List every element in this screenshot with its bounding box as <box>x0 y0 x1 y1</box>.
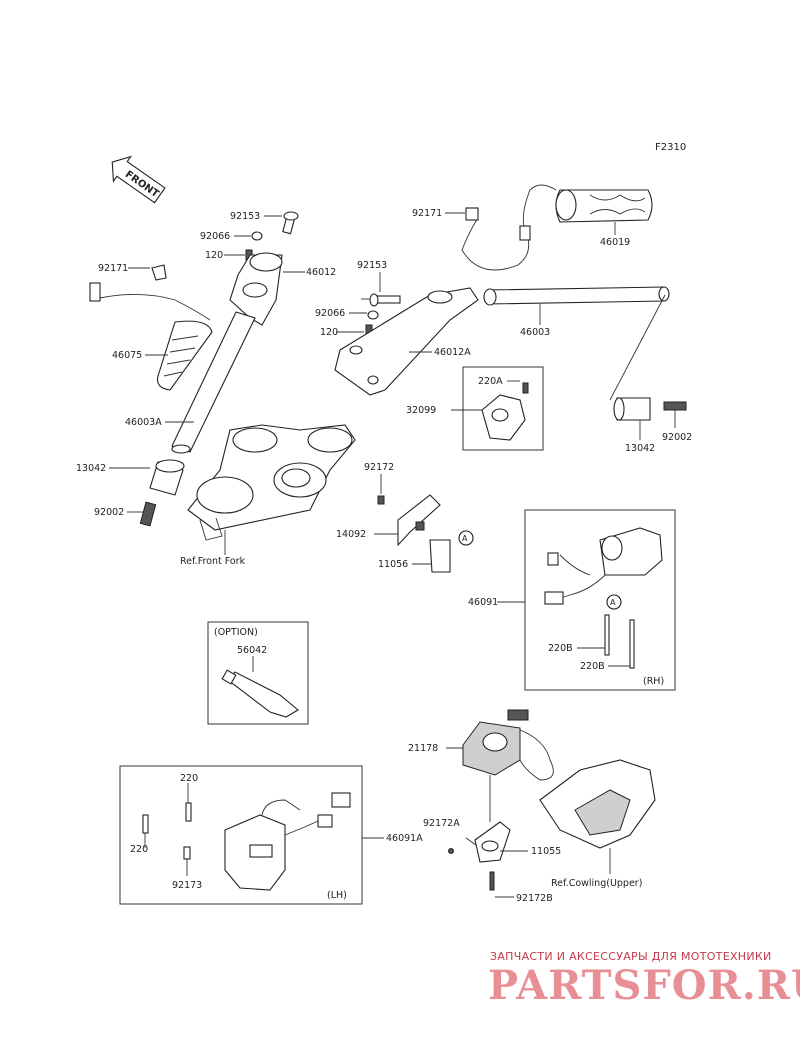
label-ref-cowling: Ref.Cowling(Upper) <box>551 878 642 889</box>
lower-bracket-group: A <box>377 494 474 573</box>
diagram-code: F2310 <box>655 142 686 153</box>
label-220-2: 220 <box>130 844 148 855</box>
label-13042-right: 13042 <box>625 443 655 454</box>
front-arrow-icon: FRONT <box>111 155 166 204</box>
relay-and-cowling <box>448 709 656 891</box>
triple-clamp <box>187 424 356 541</box>
part-labels: 92153 92066 120 46012 92171 46075 46003A… <box>76 208 692 904</box>
label-92002-left: 92002 <box>94 507 124 518</box>
label-46012: 46012 <box>306 267 336 278</box>
option-box <box>207 621 309 725</box>
leader-lines <box>109 212 676 898</box>
label-46091a: 46091A <box>386 833 423 844</box>
label-92002-right: 92002 <box>662 432 692 443</box>
label-92153-left: 92153 <box>230 211 260 222</box>
label-46019: 46019 <box>600 237 630 248</box>
callout-a-2: A <box>610 598 616 607</box>
label-220-1: 220 <box>180 773 198 784</box>
label-120-left: 120 <box>205 250 223 261</box>
label-220a: 220A <box>478 376 503 387</box>
right-clamp-assembly <box>334 287 479 396</box>
watermark-tagline: ЗАПЧАСТИ И АКСЕССУАРЫ ДЛЯ МОТОТЕХНИКИ <box>490 950 772 963</box>
label-ref-front-fork: Ref.Front Fork <box>180 556 246 567</box>
label-92066-left: 92066 <box>200 231 230 242</box>
watermark-logo: PARTSFOR.RU <box>488 962 800 1009</box>
label-21178: 21178 <box>408 743 438 754</box>
label-11055: 11055 <box>531 846 561 857</box>
label-13042-left: 13042 <box>76 463 106 474</box>
right-handlebar-tube <box>483 286 670 401</box>
callout-a-1: A <box>462 534 468 543</box>
label-46003: 46003 <box>520 327 550 338</box>
rh-switch-box: A <box>524 509 676 691</box>
label-92153-right: 92153 <box>357 260 387 271</box>
label-14092: 14092 <box>336 529 366 540</box>
label-46075: 46075 <box>112 350 142 361</box>
label-lh: (LH) <box>327 890 347 901</box>
label-220b-2: 220B <box>580 661 605 672</box>
label-120-right: 120 <box>320 327 338 338</box>
label-92172b: 92172B <box>516 893 553 904</box>
label-option: (OPTION) <box>214 627 258 638</box>
label-92066-right: 92066 <box>315 308 345 319</box>
bracket-32099-box <box>462 366 544 451</box>
right-grip-assembly <box>461 184 653 271</box>
label-92172a: 92172A <box>423 818 460 829</box>
label-rh: (RH) <box>643 676 664 687</box>
label-92172: 92172 <box>364 462 394 473</box>
label-32099: 32099 <box>406 405 436 416</box>
label-46012a: 46012A <box>434 347 471 358</box>
label-92173: 92173 <box>172 880 202 891</box>
right-bar-end <box>613 397 687 421</box>
label-92171-left: 92171 <box>98 263 128 274</box>
left-handlebar-assembly <box>89 211 299 527</box>
lh-switch-box <box>119 765 363 905</box>
label-220b-1: 220B <box>548 643 573 654</box>
label-46003a: 46003A <box>125 417 162 428</box>
label-92171-right: 92171 <box>412 208 442 219</box>
label-56042: 56042 <box>237 645 267 656</box>
label-11056: 11056 <box>378 559 408 570</box>
label-46091: 46091 <box>468 597 498 608</box>
